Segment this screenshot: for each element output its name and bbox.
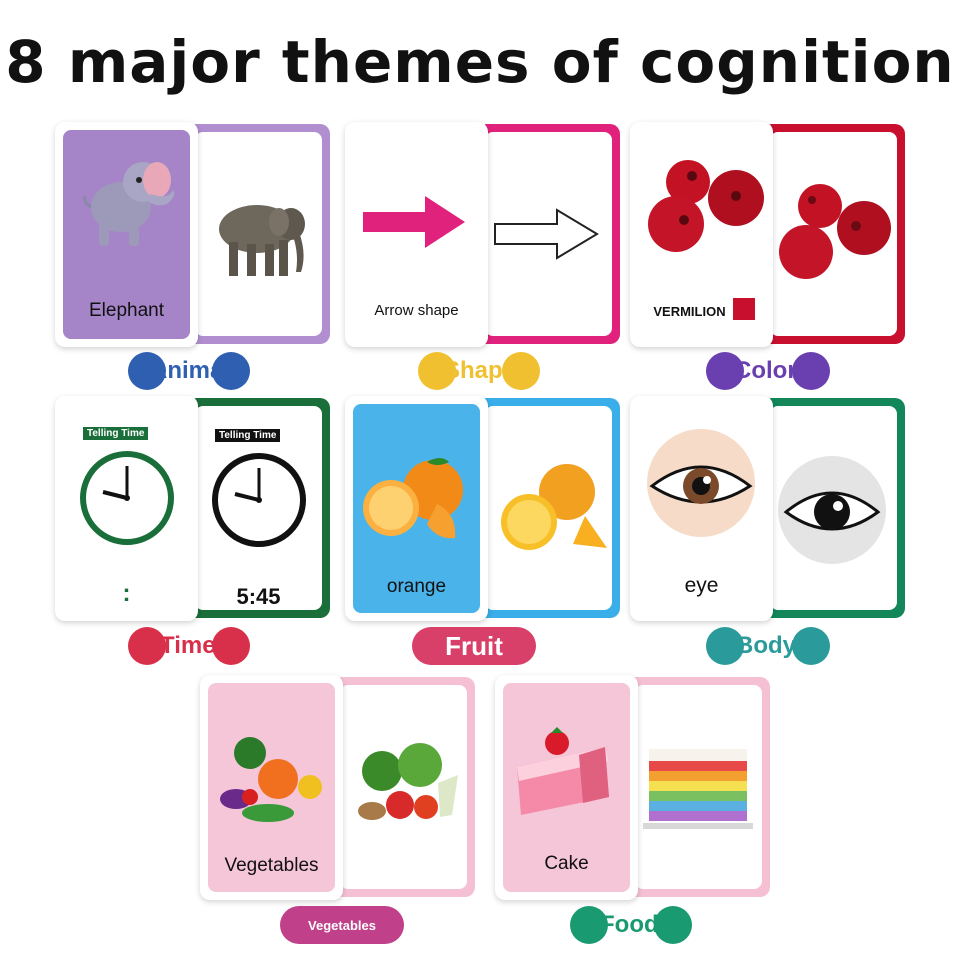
card-group-vegetables: Vegetables [200,675,475,900]
theme-label-vegetables: Vegetables [280,906,404,944]
theme-label-animal: Animal [128,352,250,390]
body-back-card [762,398,905,618]
elephant-photo [219,205,305,276]
card-group-body: eye [630,396,905,621]
pink-arrow-icon [363,196,465,248]
shape-back-card [477,124,620,344]
theme-label-time: Time [128,627,250,665]
time-front-label: : [122,580,131,607]
theme-label-fruit: Fruit [412,627,536,665]
cake-slice-icon [517,727,609,815]
color-back-card [762,124,905,344]
orange-photo [501,464,607,550]
card-group-shape: Arrow shape [345,122,620,347]
food-front-label: Cake [544,853,589,874]
animal-back-card [187,124,330,344]
telling-time-header-front: Telling Time [83,427,149,440]
vegetables-front-card: Vegetables [200,675,343,900]
telling-time-header: Telling Time [215,429,281,442]
card-group-color: VERMILION [630,122,905,347]
food-front-card: Cake [495,675,638,900]
rainbow-cake-photo [643,749,753,829]
animal-front-label: Elephant [88,300,164,321]
vegetables-cartoon-icon [220,737,322,822]
fruit-front-label: orange [386,576,447,597]
orange-cartoon-icon [363,458,463,539]
theme-label-color: Color [706,352,830,390]
vegetables-photo [358,743,458,820]
time-back-card: Telling Time 5:45 [187,398,330,618]
theme-label-shape: Shape [418,352,540,390]
body-front-label: eye [684,574,719,597]
fruit-back-card [477,398,620,618]
vegetables-front-label: Vegetables [224,855,319,876]
berries-icon [648,160,764,252]
elephant-cartoon-icon [83,162,175,246]
card-group-animal: Elephant [55,122,330,347]
vegetables-back-card [332,677,475,897]
card-group-fruit: orange [345,396,620,621]
page-title: 8 major themes of cognition [5,28,955,96]
color-front-card: VERMILION [630,122,773,347]
shape-front-card: Arrow shape [345,122,488,347]
color-front-label: VERMILION [653,304,726,319]
card-group-time: Telling Time 5:45 Telling Time : [55,396,330,621]
time-back-label: 5:45 [236,584,281,609]
fruit-front-card: orange [345,396,488,621]
theme-label-food: Food [570,906,692,944]
theme-label-body: Body [706,627,830,665]
card-group-food: Cake [495,675,770,900]
animal-front-card: Elephant [55,122,198,347]
shape-front-label: Arrow shape [374,302,459,319]
outline-arrow-icon [494,208,599,260]
eye-icon [647,429,755,537]
food-back-card [627,677,770,897]
vermilion-swatch [733,298,755,320]
berries-photo [779,184,891,279]
time-front-card: Telling Time : [55,396,198,621]
eye-photo [778,456,886,564]
clock-green-icon [80,451,174,545]
clock-black-icon [212,453,306,547]
body-front-card: eye [630,396,773,621]
